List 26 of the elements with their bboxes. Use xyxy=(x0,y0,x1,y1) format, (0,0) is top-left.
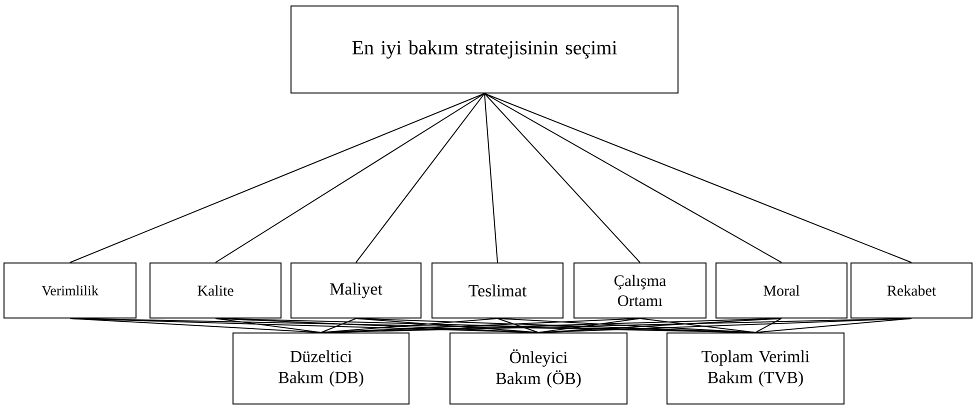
connector-line xyxy=(320,318,356,333)
connector-line xyxy=(755,318,782,333)
connector-line xyxy=(755,318,912,333)
connector-line xyxy=(484,93,640,263)
criterion-box: Verimlilik xyxy=(4,262,136,318)
connector-line xyxy=(497,318,539,333)
connector-line xyxy=(484,93,782,263)
connector-line xyxy=(484,93,912,263)
criterion-box: Kalite xyxy=(150,262,282,318)
alternative-box: Toplam Verimli Bakım (TVB) xyxy=(666,332,844,404)
connector-line xyxy=(215,93,485,263)
criterion-box: Çalışma Ortamı xyxy=(574,262,706,318)
connector-line xyxy=(484,93,498,263)
connector-line xyxy=(538,318,640,333)
connector-line xyxy=(497,318,756,333)
connector-line xyxy=(356,93,485,263)
criterion-box: Maliyet xyxy=(290,262,422,318)
goal-box: En iyi bakım stratejisinin seçimi xyxy=(290,6,678,94)
connector-line xyxy=(640,318,756,333)
criterion-box: Moral xyxy=(716,262,848,318)
criterion-box: Rekabet xyxy=(850,262,972,318)
alternative-box: Düzeltici Bakım (DB) xyxy=(232,332,410,404)
connector-line xyxy=(215,318,322,333)
criterion-box: Teslimat xyxy=(432,262,564,318)
connector-line xyxy=(70,93,485,263)
alternative-box: Önleyici Bakım (ÖB) xyxy=(450,332,628,404)
